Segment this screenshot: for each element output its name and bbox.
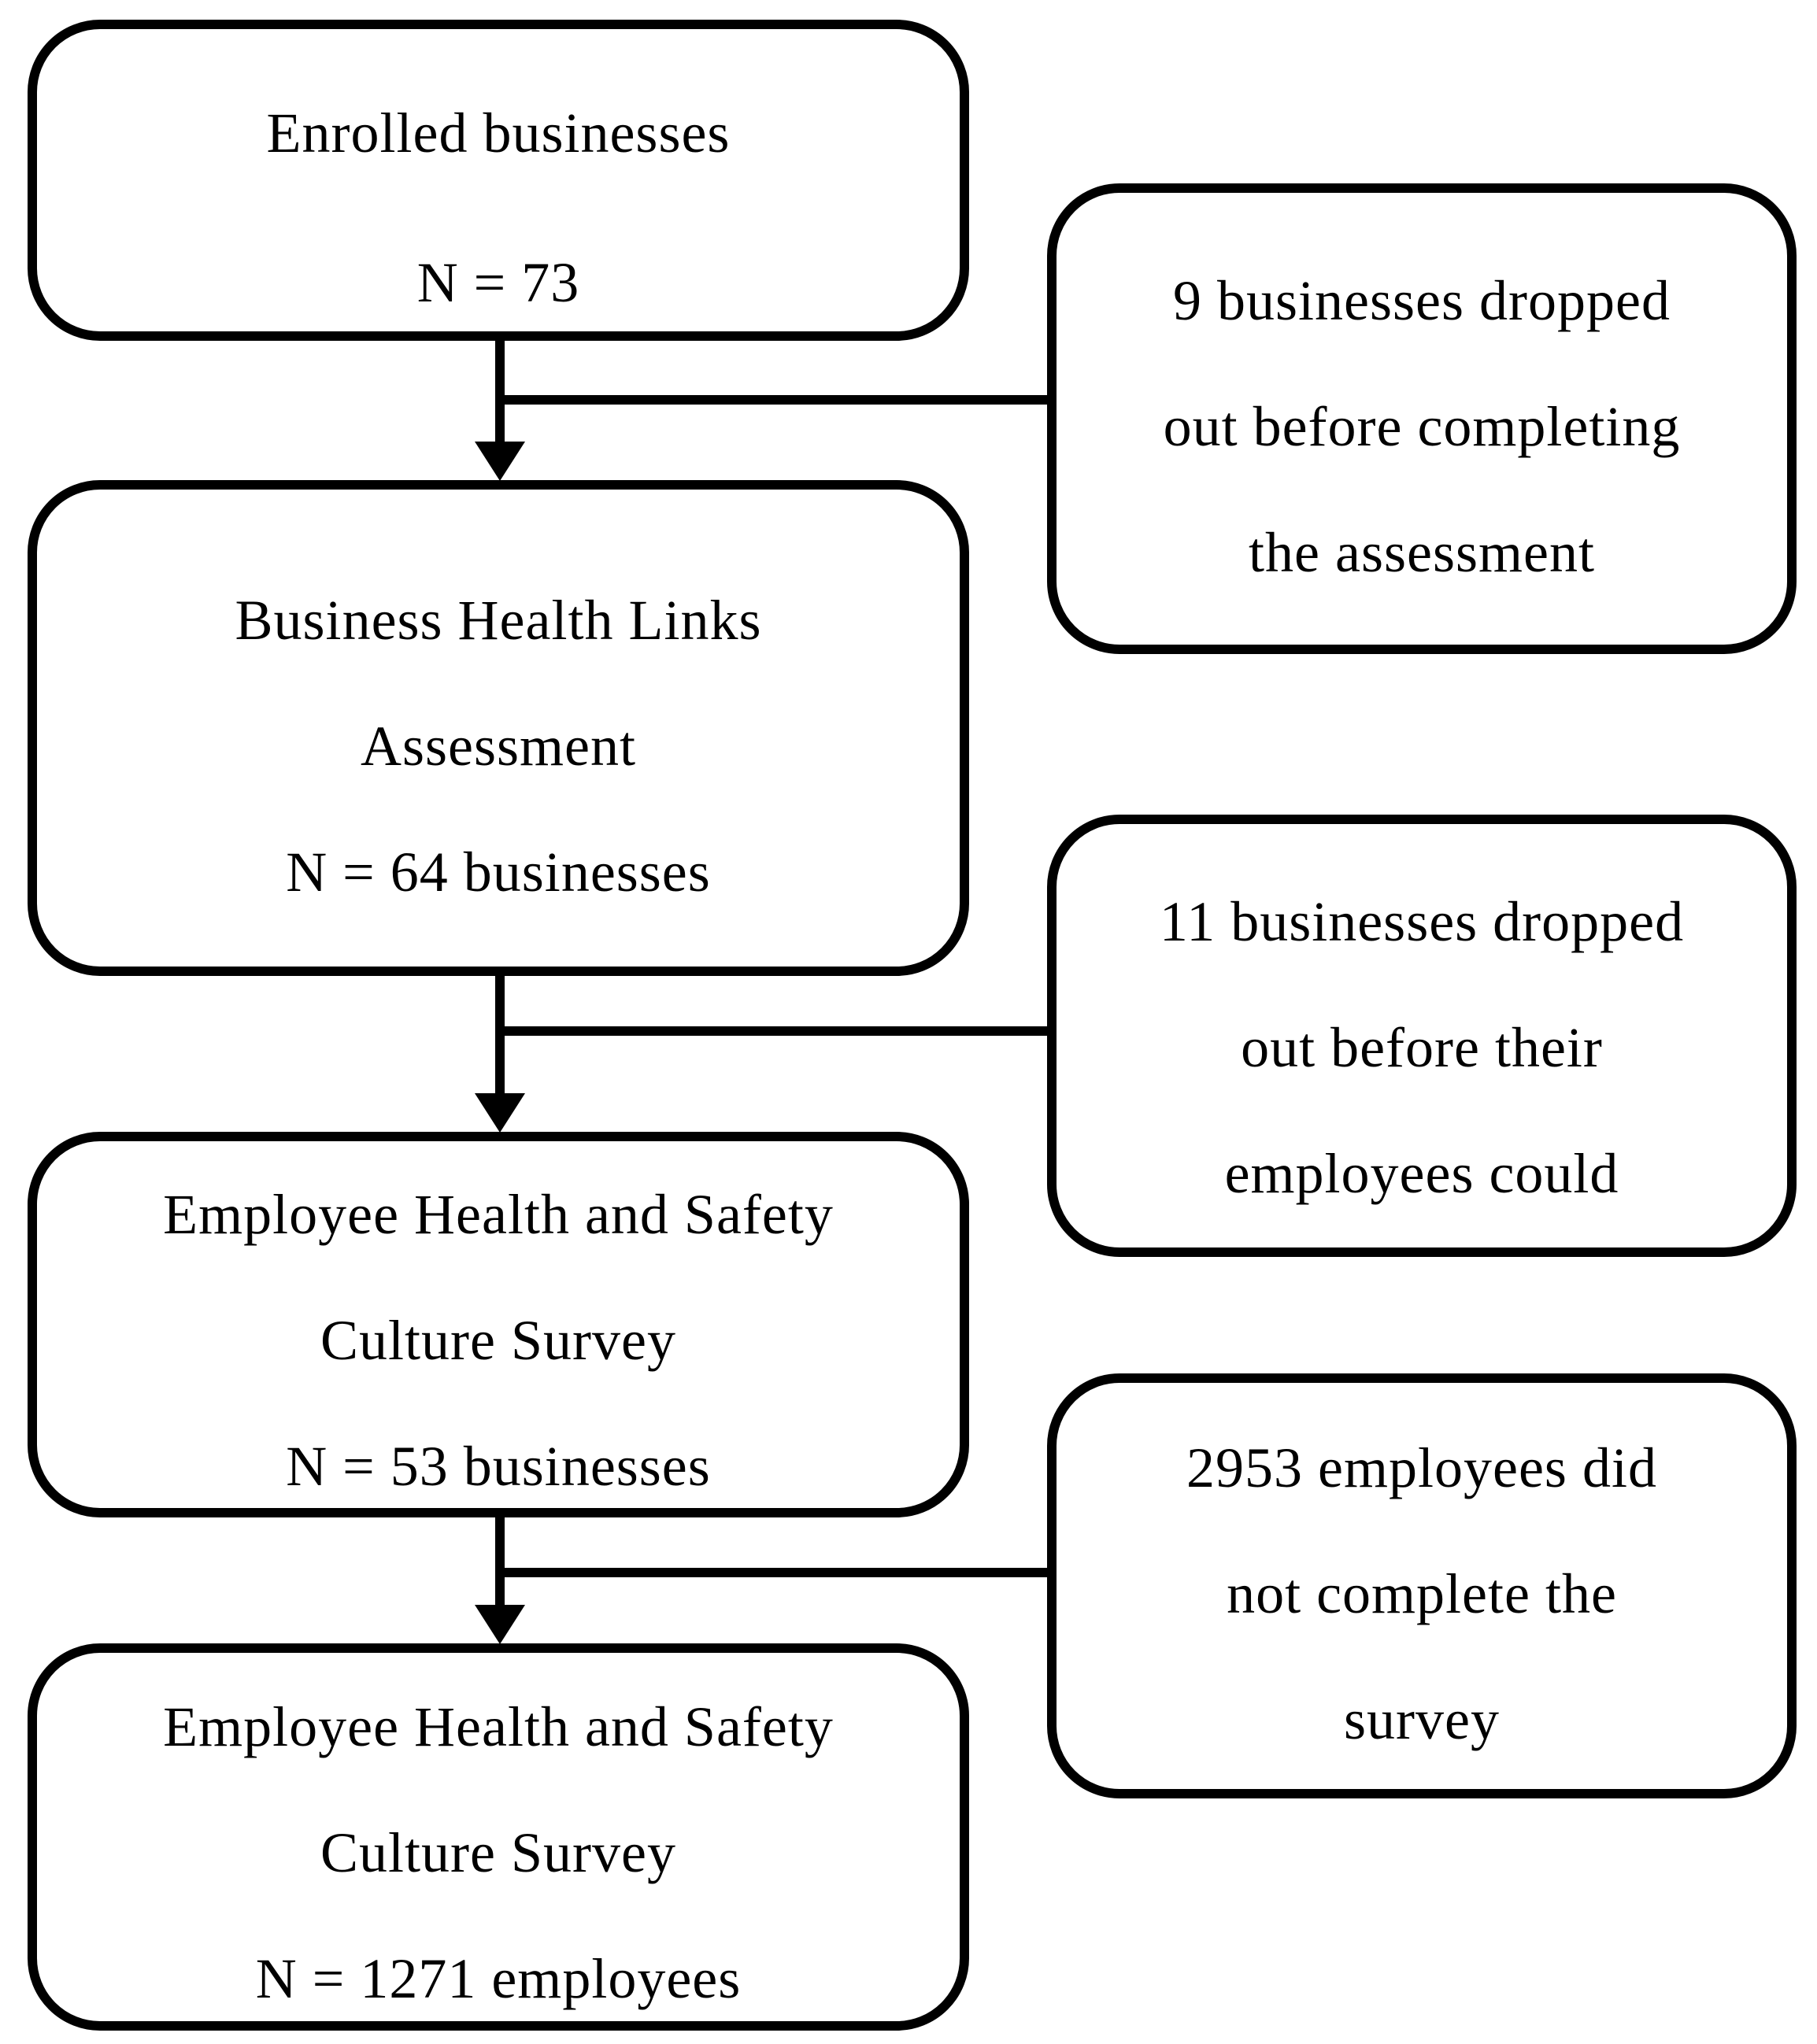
down-arrowhead-icon [475, 1093, 525, 1133]
box-culture-survey-businesses: Employee Health and Safety Culture Surve… [28, 1132, 969, 1517]
box-text-line: 9 businesses dropped [1173, 269, 1671, 332]
box-dropout-before-assessment: 9 businesses dropped out before completi… [1047, 183, 1797, 654]
down-arrowhead-icon [475, 1605, 525, 1644]
box-text-line: out before completing [1163, 395, 1681, 458]
box-text-line: 2953 employees did [1186, 1436, 1657, 1499]
box-text-line: Employee Health and Safety [163, 1183, 834, 1246]
box-enrolled-businesses: Enrolled businesses N = 73 [28, 20, 969, 341]
arrow-shaft-1 [495, 336, 505, 450]
branch-line-3 [495, 1568, 1052, 1577]
box-text-line: Assessment [361, 714, 636, 778]
box-text-line: the assessment [1249, 521, 1595, 584]
box-employees-incomplete-survey: 2953 employees did not complete the surv… [1047, 1373, 1797, 1798]
box-text-line: Business Health Links [235, 588, 762, 652]
box-text-line: not complete the [1227, 1562, 1617, 1625]
box-text-line: survey [1344, 1688, 1500, 1751]
box-dropout-before-survey: 11 businesses dropped out before their e… [1047, 815, 1797, 1257]
box-culture-survey-employees: Employee Health and Safety Culture Surve… [28, 1643, 969, 2031]
box-text-line: N = 64 businesses [286, 840, 711, 904]
box-business-health-links-assessment: Business Health Links Assessment N = 64 … [28, 480, 969, 976]
arrow-shaft-3 [495, 1513, 505, 1611]
branch-line-2 [495, 1026, 1052, 1036]
box-text-line: Culture Survey [320, 1821, 676, 1884]
down-arrowhead-icon [475, 442, 525, 481]
box-text-line: N = 1271 employees [255, 1947, 742, 2010]
box-text-line: Culture Survey [320, 1309, 676, 1372]
branch-line-1 [495, 395, 1052, 405]
box-text-line: Employee Health and Safety [163, 1695, 834, 1758]
box-text-line: employees could [1224, 1142, 1619, 1205]
box-text-line: out before their [1241, 1016, 1603, 1079]
box-text-line: Enrolled businesses [266, 102, 731, 164]
box-text-line: N = 73 [416, 251, 580, 314]
box-text-line: N = 53 businesses [286, 1435, 711, 1498]
box-text-line: 11 businesses dropped [1159, 890, 1685, 953]
arrow-shaft-2 [495, 971, 505, 1101]
